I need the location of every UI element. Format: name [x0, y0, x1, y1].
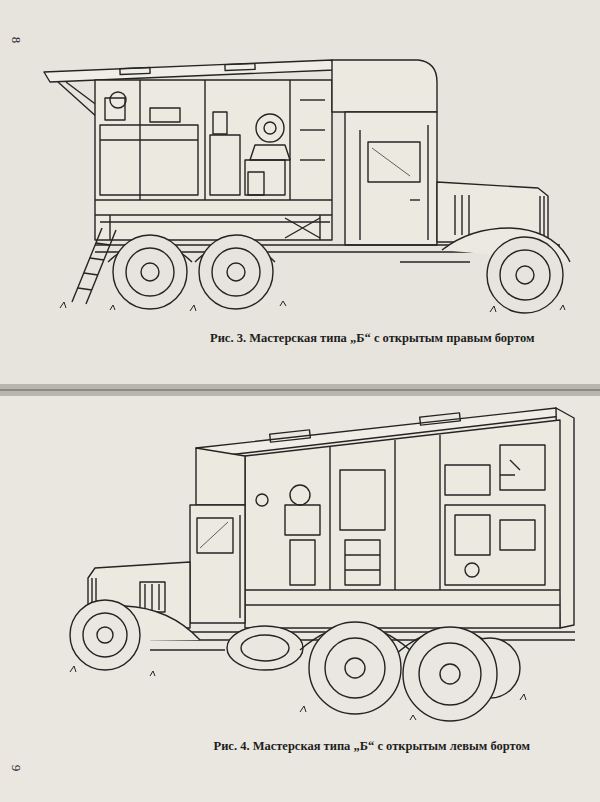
page-number: 8 [8, 37, 24, 44]
page-number: 9 [8, 765, 24, 772]
figure-caption: Рис. 3. Мастерская типа „Б“ с открытым п… [210, 331, 534, 346]
figure-caption: Рис. 4. Мастерская типа „Б“ с открытым л… [214, 739, 531, 754]
